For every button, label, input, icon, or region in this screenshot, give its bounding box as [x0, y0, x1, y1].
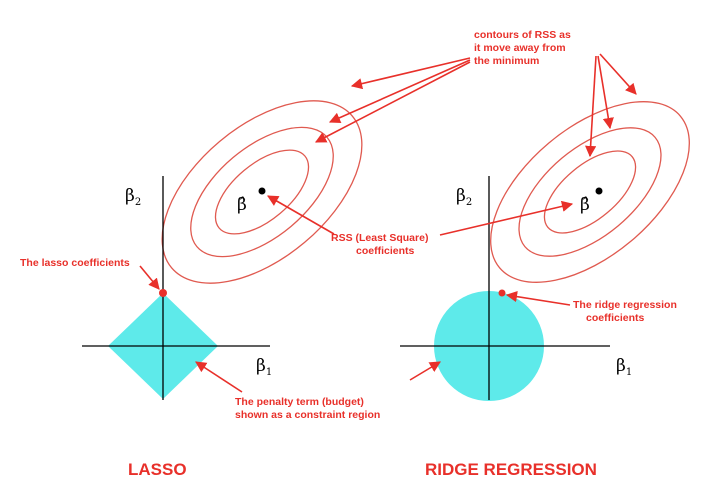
ridge-rss-contours [490, 101, 690, 283]
contours-arrow-lasso-outer [350, 57, 471, 90]
ridge-contour-inner [543, 150, 637, 234]
contours-arrow-lasso-inner [315, 61, 471, 143]
rss-annotation: RSS (Least Square) coefficients [267, 195, 574, 257]
lasso-coefficients-label: The lasso coefficients [20, 257, 130, 269]
contours-label-line3: the minimum [474, 55, 539, 67]
ridge-beta1-label: β1 [616, 356, 632, 378]
contours-arrow-ridge-inner [585, 55, 597, 158]
ridge-contour-middle [518, 127, 662, 257]
contours-arrow-lasso-middle [328, 59, 471, 124]
contours-annotation: contours of RSS as it move away from the… [315, 29, 637, 158]
penalty-label-line2: shown as a constraint region [235, 409, 380, 421]
ridge-title: RIDGE REGRESSION [425, 460, 597, 479]
lasso-ols-point [258, 187, 266, 195]
lasso-beta-hat: β̂ [237, 195, 247, 215]
lasso-coefficients-arrow [139, 265, 160, 290]
lasso-coefficient-point [159, 289, 167, 297]
rss-arrow-right [439, 200, 574, 236]
rss-label-line2: coefficients [356, 245, 415, 257]
lasso-beta2-label: β2 [125, 186, 141, 208]
penalty-arrow [195, 361, 243, 393]
lasso-title: LASSO [128, 460, 187, 479]
ridge-beta-hat: β̂ [580, 195, 590, 215]
ridge-region-arrow [409, 361, 441, 381]
contours-arrow-ridge-middle [597, 55, 614, 130]
lasso-panel: β2 β1 β̂ The lasso coefficients The pena… [20, 100, 380, 479]
lasso-contour-inner [214, 149, 310, 235]
ridge-coefficient-point [498, 289, 506, 297]
ridge-panel: β2 β1 β̂ The ridge regression coefficien… [400, 101, 690, 479]
ridge-beta2-label: β2 [456, 186, 472, 208]
rss-arrow-left [267, 195, 335, 235]
ridge-contour-outer [490, 101, 690, 283]
ridge-coefficients-arrow [505, 291, 571, 306]
ridge-coefficients-label-line1: The ridge regression [573, 299, 677, 311]
ridge-ols-point [595, 187, 603, 195]
ridge-coefficients-label-line2: coefficients [586, 312, 645, 324]
lasso-contour-outer [161, 100, 363, 284]
rss-label-line1: RSS (Least Square) [331, 232, 428, 244]
contours-label-line1: contours of RSS as [474, 29, 571, 41]
penalty-label-line1: The penalty term (budget) [235, 396, 364, 408]
lasso-beta1-label: β1 [256, 356, 272, 378]
contours-arrow-ridge-outer [599, 53, 637, 95]
contours-label-line2: it move away from [474, 42, 566, 54]
